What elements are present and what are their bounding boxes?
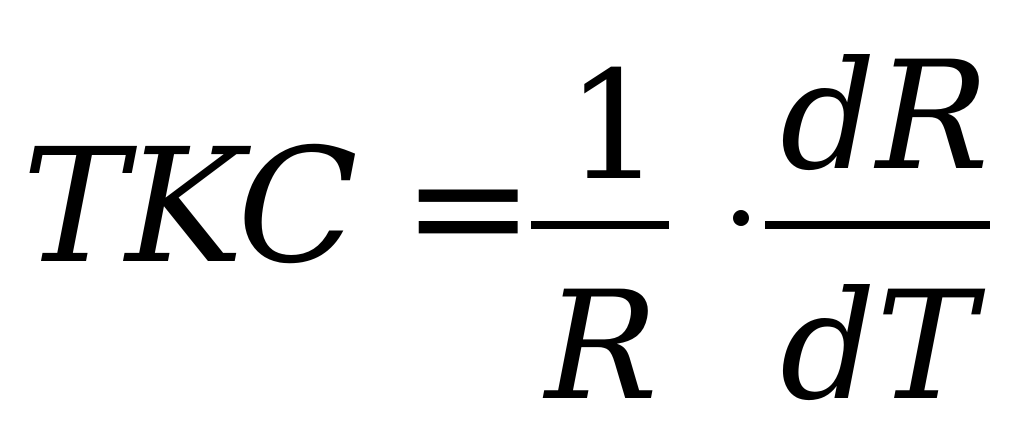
- fraction2-bar: [765, 221, 990, 229]
- fraction1-bar: [531, 221, 669, 229]
- equals-sign: =: [402, 115, 535, 299]
- fraction1-denominator: R: [545, 260, 658, 434]
- multiplication-dot: [733, 210, 749, 226]
- formula-lhs: TKC: [22, 115, 358, 299]
- fraction2-denominator: dT: [780, 260, 977, 434]
- fraction2-numerator: dR: [780, 30, 989, 204]
- fraction1-numerator: 1: [566, 40, 662, 214]
